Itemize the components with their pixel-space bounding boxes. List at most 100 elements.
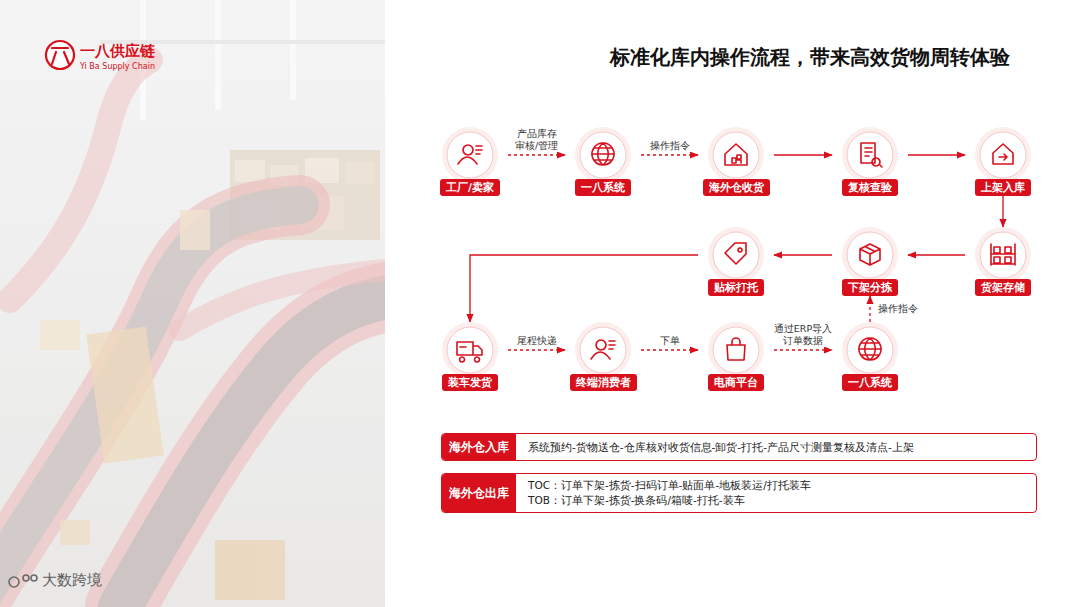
process-node: 海外仓收货 (698, 127, 774, 196)
brand-subtitle: Yi Ba Supply Chain (80, 62, 155, 71)
band-text: 系统预约-货物送仓-仓库核对收货信息-卸货-打托-产品尺寸测量复核及清点-上架 (528, 440, 914, 455)
flow-connector (470, 255, 698, 322)
edge-label: 通过ERP导入 订单数据 (771, 323, 835, 347)
icon-halo (975, 227, 1031, 283)
icon-disc (713, 327, 759, 373)
edge-label: 操作指令 (876, 303, 920, 315)
node-icon (706, 227, 766, 285)
icon-glyph (860, 244, 880, 265)
node-icon (840, 127, 900, 185)
icon-halo (842, 227, 898, 283)
seller-node: 工厂/卖家 (432, 127, 508, 196)
node-icon (706, 322, 766, 380)
icon-glyph (993, 144, 1013, 164)
flow-connector (774, 349, 832, 350)
band-body: 系统预约-货物送仓-仓库核对收货信息-卸货-打托-产品尺寸测量复核及清点-上架 (516, 434, 926, 460)
band-heading: 海外仓入库 (442, 434, 516, 460)
icon-glyph (457, 342, 482, 362)
node-label: 上架入库 (975, 179, 1031, 196)
icon-glyph (725, 144, 747, 165)
flow-connector (869, 296, 870, 322)
node-icon (573, 127, 633, 185)
node-icon (440, 127, 500, 185)
node-icon (573, 322, 633, 380)
icon-halo (442, 127, 498, 183)
node-label: 贴标打托 (708, 279, 764, 296)
node-label: 一八系统 (842, 374, 898, 391)
page-title: 标准化库内操作流程，带来高效货物周转体验 (540, 44, 1080, 71)
node-label: 终端消费者 (570, 374, 637, 391)
icon-halo (442, 322, 498, 378)
icon-glyph (727, 338, 745, 360)
icon-halo (842, 322, 898, 378)
icon-disc (713, 232, 759, 278)
illustration-part (31, 575, 37, 581)
node-label: 工厂/卖家 (440, 179, 500, 196)
node-icon (973, 227, 1033, 285)
process-node: 货架存储 (965, 227, 1041, 296)
icon-halo (842, 127, 898, 183)
flow-connector (508, 154, 565, 155)
icon-disc (580, 132, 626, 178)
icon-glyph (592, 143, 614, 165)
icon-disc (447, 132, 493, 178)
icon-glyph (861, 143, 882, 167)
icon-disc (580, 327, 626, 373)
consumer-node: 终端消费者 (565, 322, 641, 391)
process-band: 海外仓入库系统预约-货物送仓-仓库核对收货信息-卸货-打托-产品尺寸测量复核及清… (441, 433, 1037, 461)
illustration-part (46, 41, 74, 69)
node-label: 装车发货 (442, 374, 498, 391)
illustration-part (9, 577, 19, 587)
node-icon (706, 127, 766, 185)
system-node: 一八系统 (565, 127, 641, 196)
node-label: 下架分拣 (842, 279, 898, 296)
flow-connector (774, 254, 832, 255)
photo-ground (0, 0, 385, 607)
flow-connector (774, 154, 832, 155)
system-node: 一八系统 (832, 322, 908, 391)
node-label: 电商平台 (708, 374, 764, 391)
brand-logo (46, 41, 74, 69)
band-text: TOC：订单下架-拣货-扫码订单-贴面单-地板装运/打托装车 (528, 478, 811, 493)
watermark-logo (9, 575, 37, 587)
icon-halo (575, 127, 631, 183)
watermark: 大数跨境 (42, 571, 102, 590)
edge-label: 尾程快递 (515, 335, 559, 347)
edge-label: 产品库存 审核/管理 (509, 128, 565, 152)
icon-halo (708, 227, 764, 283)
flow-connector (908, 254, 965, 255)
icon-glyph (991, 244, 1015, 265)
platform-node: 电商平台 (698, 322, 774, 391)
process-node: 装车发货 (432, 322, 508, 391)
icon-halo (708, 127, 764, 183)
icon-disc (847, 132, 893, 178)
icon-glyph (859, 338, 881, 360)
warehouse-photo (0, 0, 385, 607)
icon-disc (713, 132, 759, 178)
icon-disc (980, 132, 1026, 178)
icon-glyph (591, 340, 615, 359)
node-label: 海外仓收货 (703, 179, 770, 196)
edge-label: 操作指令 (648, 140, 692, 152)
node-icon (440, 322, 500, 380)
node-label: 复核查验 (842, 179, 898, 196)
icon-halo (708, 322, 764, 378)
brand-name: 一八供应链 (80, 42, 155, 61)
illustration-part (52, 48, 69, 64)
icon-halo (575, 322, 631, 378)
node-label: 货架存储 (975, 279, 1031, 296)
edge-label: 下单 (658, 335, 682, 347)
process-node: 复核查验 (832, 127, 908, 196)
icon-glyph (458, 145, 482, 164)
node-icon (840, 227, 900, 285)
illustration-part (23, 575, 29, 581)
flow-connector (1002, 196, 1003, 227)
flow-connector (641, 154, 698, 155)
icon-disc (980, 232, 1026, 278)
icon-disc (847, 232, 893, 278)
band-text: TOB：订单下架-拣货-换条码/箱唛-打托-装车 (528, 493, 811, 508)
icon-disc (847, 327, 893, 373)
process-band: 海外仓出库TOC：订单下架-拣货-扫码订单-贴面单-地板装运/打托装车TOB：订… (441, 473, 1037, 513)
icon-disc (447, 327, 493, 373)
